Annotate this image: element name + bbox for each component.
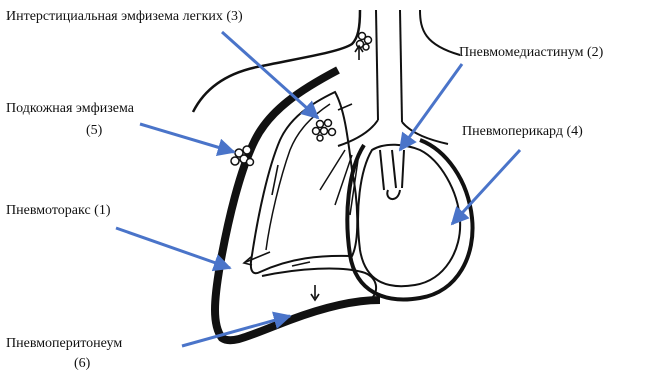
arrow-mediastinum bbox=[400, 64, 462, 150]
label-pneumoperitoneum: Пневмоперитонеум (6) bbox=[6, 336, 122, 372]
label-pneumopericardium: Пневмоперикард (4) bbox=[462, 124, 583, 140]
label-interstitial-text: Интерстициальная эмфизема легких (3) bbox=[6, 9, 243, 24]
label-peritoneum-text: Пневмоперитонеум bbox=[6, 336, 122, 351]
label-subcutaneous-text: Подкожная эмфизема bbox=[6, 101, 134, 116]
great-vessels bbox=[380, 150, 404, 199]
label-interstitial-emphysema: Интерстициальная эмфизема легких (3) bbox=[6, 9, 243, 25]
label-pneumomediastinum: Пневмомедиастинум (2) bbox=[459, 45, 603, 61]
heart-outer bbox=[358, 145, 460, 287]
trachea-right bbox=[400, 10, 402, 122]
label-pericardium-text: Пневмоперикард (4) bbox=[462, 124, 583, 139]
label-subcutaneous-number: (5) bbox=[86, 123, 134, 139]
label-pneumothorax: Пневмоторакс (1) bbox=[6, 203, 111, 219]
bubble-cluster-interstitial bbox=[313, 120, 336, 142]
chest-wall bbox=[215, 70, 380, 340]
label-subcutaneous-emphysema: Подкожная эмфизема (5) bbox=[6, 101, 134, 139]
arrow-pneumothorax bbox=[116, 228, 230, 268]
bronchus-left bbox=[338, 120, 378, 146]
arrow-interstitial bbox=[222, 32, 318, 118]
label-pneumothorax-text: Пневмоторакс (1) bbox=[6, 203, 111, 218]
label-mediastinum-text: Пневмомедиастинум (2) bbox=[459, 45, 603, 60]
shoulder-outline bbox=[193, 10, 360, 112]
label-peritoneum-number: (6) bbox=[74, 356, 122, 372]
arrow-subcutaneous bbox=[140, 124, 234, 152]
neck-outline-right bbox=[420, 10, 460, 55]
trachea-left bbox=[376, 10, 378, 120]
